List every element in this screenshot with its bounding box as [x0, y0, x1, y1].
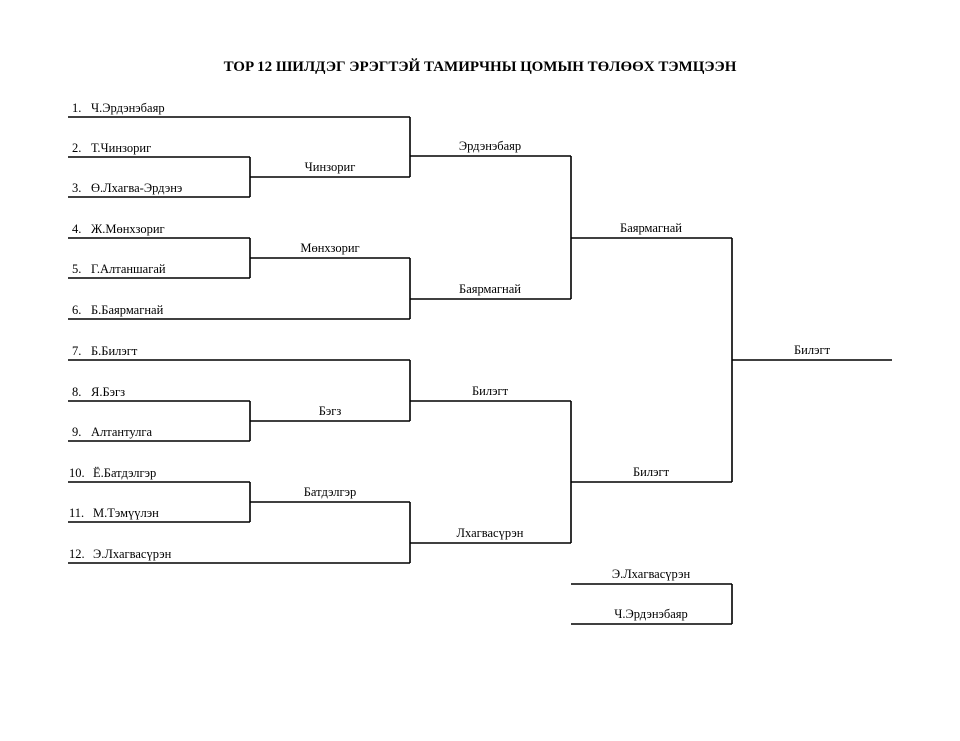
entrant-seed-5: 5. [72, 262, 81, 276]
entrant-name-12: Э.Лхагвасүрэн [93, 547, 172, 561]
entrant-name-2: Т.Чинзориг [91, 141, 151, 155]
entrant-seed-7: 7. [72, 344, 81, 358]
round1-winner-4: Батдэлгэр [304, 485, 357, 499]
entrant-name-4: Ж.Мөнхзориг [91, 222, 165, 236]
round1-winner-labels: Чинзориг Мөнхзориг Бэгз Батдэлгэр [300, 160, 359, 499]
entrant-seed-9: 9. [72, 425, 81, 439]
entrant-name-5: Г.Алтаншагай [91, 262, 166, 276]
entrant-seed-1: 1. [72, 101, 81, 115]
round1-connectors [249, 157, 410, 522]
champion-label: Билэгт [794, 343, 831, 357]
round1-winner-3: Бэгз [319, 404, 342, 418]
entrant-name-10: Ё.Батдэлгэр [93, 466, 156, 480]
quarterfinal-connectors [409, 117, 571, 563]
entrant-name-11: М.Тэмүүлэн [93, 506, 159, 520]
entrant-name-7: Б.Билэгт [91, 344, 138, 358]
bracket-title: TOP 12 ШИЛДЭГ ЭРЭГТЭЙ ТАМИРЧНЫ ЦОМЫН ТӨЛ… [224, 58, 737, 75]
third-place-player-1: Э.Лхагвасүрэн [612, 567, 691, 581]
qf-winner-3: Билэгт [472, 384, 509, 398]
entrant-seed-12: 12. [69, 547, 85, 561]
sf-winner-2: Билэгт [633, 465, 670, 479]
semifinal-winner-labels: Баярмагнай Билэгт [620, 221, 682, 479]
entrant-name-3: Ө.Лхагва-Эрдэнэ [91, 181, 182, 195]
entrant-seed-4: 4. [72, 222, 81, 236]
entrant-seed-8: 8. [72, 385, 81, 399]
quarterfinal-winner-labels: Эрдэнэбаяр Баярмагнай Билэгт Лхагвасүрэн [457, 139, 524, 540]
qf-winner-4: Лхагвасүрэн [457, 526, 524, 540]
third-place-player-2: Ч.Эрдэнэбаяр [614, 607, 688, 621]
entrant-seed-3: 3. [72, 181, 81, 195]
entrant-seed-10: 10. [69, 466, 85, 480]
qf-winner-2: Баярмагнай [459, 282, 521, 296]
entrant-name-6: Б.Баярмагнай [91, 303, 164, 317]
entrant-seed-2: 2. [72, 141, 81, 155]
round1-winner-2: Мөнхзориг [300, 241, 359, 255]
semifinal-connectors [570, 156, 732, 543]
third-place-match: Э.Лхагвасүрэн Ч.Эрдэнэбаяр [571, 567, 733, 625]
sf-winner-1: Баярмагнай [620, 221, 682, 235]
entrant-name-9: Алтантулга [91, 425, 152, 439]
entrant-seed-11: 11. [69, 506, 84, 520]
entrant-name-1: Ч.Эрдэнэбаяр [91, 101, 165, 115]
round1-winner-1: Чинзориг [305, 160, 356, 174]
entrant-seed-6: 6. [72, 303, 81, 317]
qf-winner-1: Эрдэнэбаяр [459, 139, 521, 153]
final-connectors [731, 238, 892, 482]
entrant-lines [68, 116, 410, 564]
entrant-name-8: Я.Бэгз [91, 385, 125, 399]
entrant-labels: 1. Ч.Эрдэнэбаяр 2. Т.Чинзориг 3. Ө.Лхагв… [69, 101, 182, 561]
